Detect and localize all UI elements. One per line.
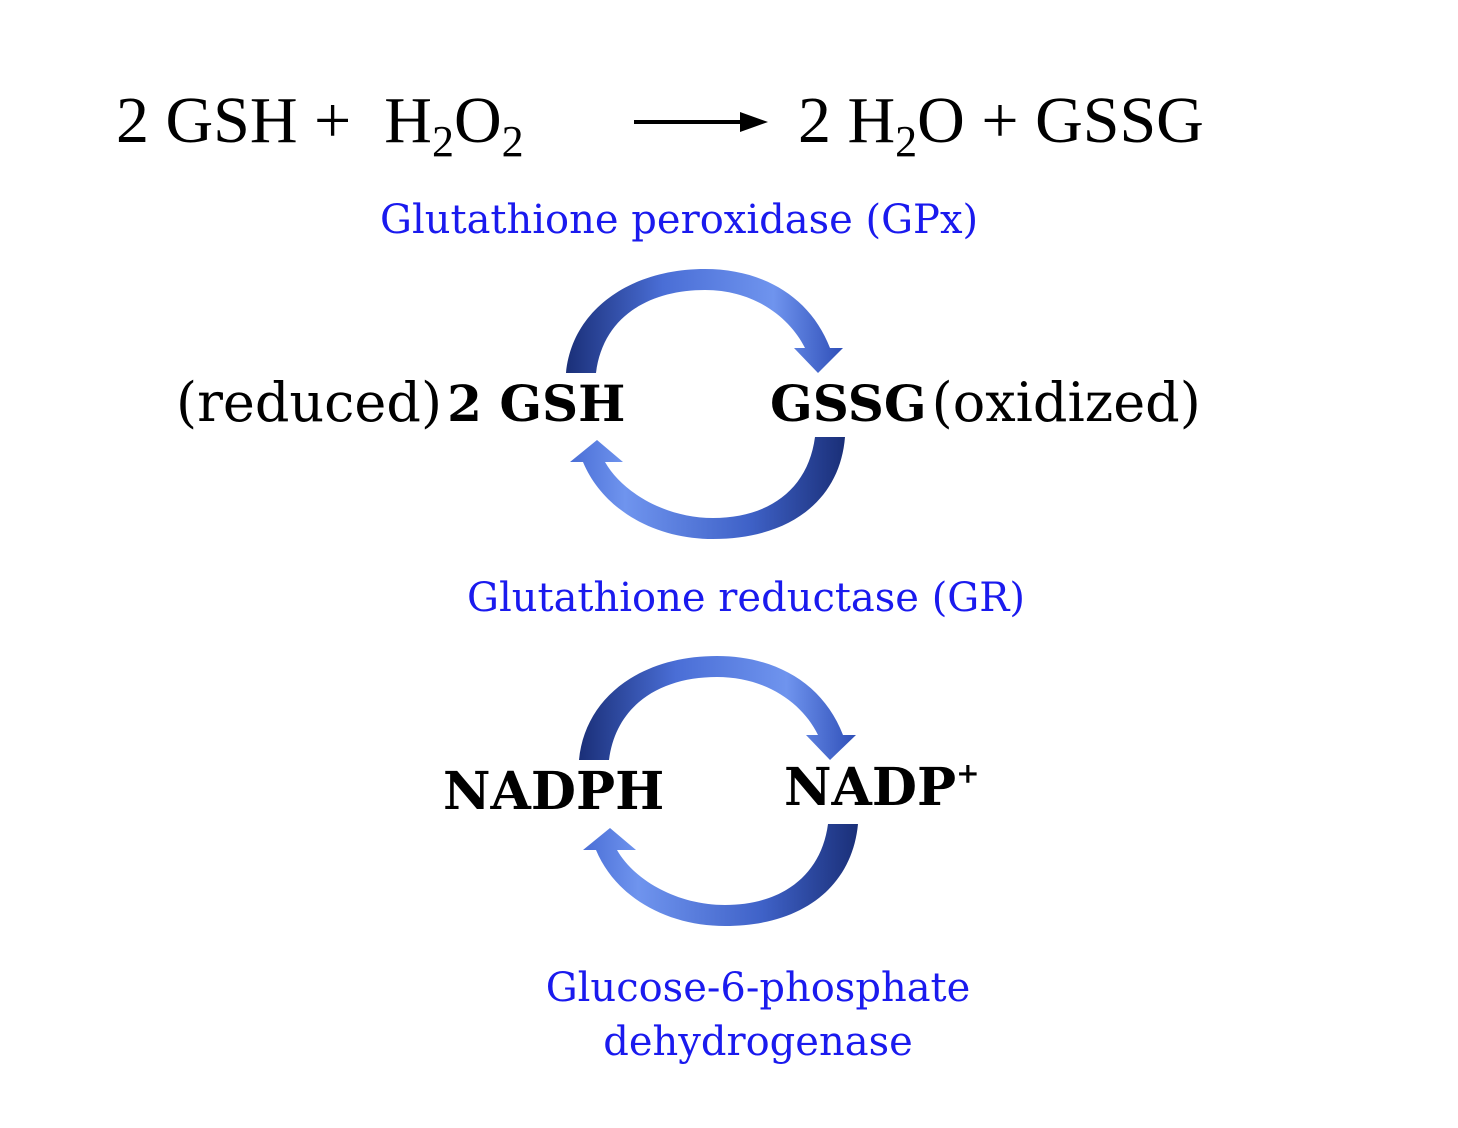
oxidized-annotation: (oxidized) bbox=[931, 371, 1201, 434]
reduced-annotation: (reduced) bbox=[176, 371, 443, 434]
equation-product-gssg: GSSG bbox=[1035, 84, 1204, 157]
cycle2-top-arrow-icon bbox=[579, 656, 856, 760]
equation-reactant-h2o2: H2O2 bbox=[384, 84, 524, 166]
enzyme-label-gpx: Glutathione peroxidase (GPx) bbox=[380, 197, 979, 243]
equation-product-h2o: H2O bbox=[847, 84, 965, 166]
cycle1-left-label: (reduced) 2 GSH bbox=[176, 376, 625, 430]
enzyme-g6pd-line1: Glucose-6-phosphate bbox=[545, 965, 971, 1011]
equation-left-side: 2 GSH + H2O2 bbox=[116, 88, 524, 164]
cycle2-bottom-arrow-icon bbox=[583, 824, 858, 926]
equation-right-side: 2 H2O + GSSG bbox=[798, 88, 1204, 164]
enzyme-label-g6pd: Glucose-6-phosphate dehydrogenase bbox=[520, 968, 996, 1062]
cycle1-bottom-arrow-icon bbox=[570, 437, 845, 539]
equation-coefficient: 2 bbox=[798, 84, 831, 157]
cycle1-right-label: GSSG (oxidized) bbox=[770, 376, 1201, 430]
nadph-label: NADPH bbox=[443, 761, 665, 822]
enzyme-label-gr: Glutathione reductase (GR) bbox=[467, 575, 1025, 621]
equation-plus: + bbox=[314, 84, 352, 157]
plus-charge: + bbox=[956, 757, 980, 790]
cycle1-top-arrow-icon bbox=[566, 269, 843, 373]
enzyme-g6pd-line2: dehydrogenase bbox=[603, 1019, 913, 1065]
reaction-arrow-icon bbox=[634, 112, 768, 132]
gssg-label: GSSG bbox=[770, 374, 927, 433]
equation-reactant-gsh: GSH bbox=[165, 84, 298, 157]
equation-coefficient: 2 bbox=[116, 84, 149, 157]
nadp-plus-label: NADP+ bbox=[784, 757, 980, 818]
gsh-label: 2 GSH bbox=[447, 374, 626, 433]
equation-plus: + bbox=[981, 84, 1019, 157]
